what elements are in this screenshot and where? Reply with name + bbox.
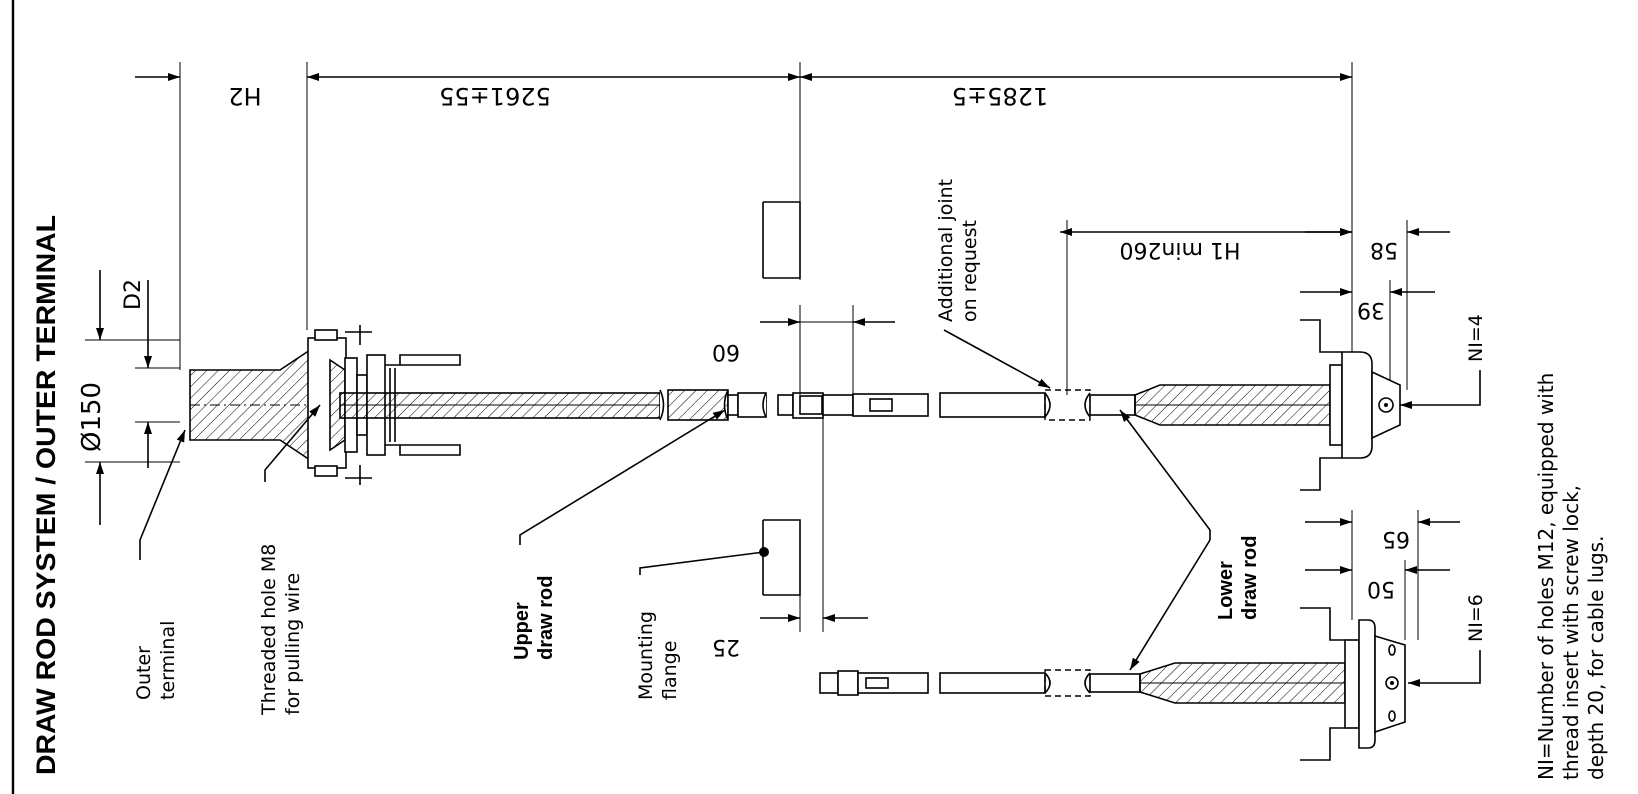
dim-25: 25 [712, 634, 740, 659]
top-dimension-chain [135, 62, 1353, 370]
dim-h1: H1 min260 [1119, 237, 1240, 262]
leader-lines [139, 329, 1481, 687]
dim-length-upper: 5261±55 [439, 82, 551, 110]
label-ni4: NI=4 [1465, 314, 1487, 362]
dim-39: 39 [1357, 297, 1385, 322]
right-top-dimensions [1060, 220, 1450, 395]
dim-length-lower: 1285±5 [952, 82, 1048, 110]
label-outer-terminal: Outer terminal [133, 621, 179, 700]
terminal-ni4 [1300, 319, 1401, 491]
dim-50: 50 [1367, 576, 1395, 601]
label-upper-draw-rod: Upper draw rod [511, 576, 557, 660]
diameter-dimensions [85, 270, 180, 525]
right-bottom-dimensions [1305, 510, 1460, 640]
upper-draw-rod [339, 389, 929, 421]
dim-h2: H2 [228, 82, 261, 110]
dim-d2: D2 [121, 279, 146, 310]
dim-65: 65 [1382, 526, 1410, 551]
label-mounting-flange: Mounting flange [635, 605, 681, 700]
dim-58: 58 [1370, 237, 1398, 262]
page-title: DRAW ROD SYSTEM / OUTER TERMINAL [31, 215, 61, 775]
flange-dimensions [760, 305, 895, 632]
lower-draw-rod-bottom [819, 662, 1350, 704]
label-threaded-hole: Threaded hole M8 for pulling wire [258, 538, 304, 716]
dim-60: 60 [712, 339, 740, 364]
note-text: NI=Number of holes M12, equipped with th… [1534, 366, 1608, 780]
label-lower-draw-rod: Lower draw rod [1215, 536, 1261, 620]
lower-draw-rod-top [939, 384, 1335, 426]
terminal-ni6 [1300, 607, 1406, 761]
dim-diameter: Ø150 [77, 382, 107, 452]
label-ni6: NI=6 [1465, 594, 1487, 642]
label-additional-joint: Additional joint on request [935, 173, 981, 322]
